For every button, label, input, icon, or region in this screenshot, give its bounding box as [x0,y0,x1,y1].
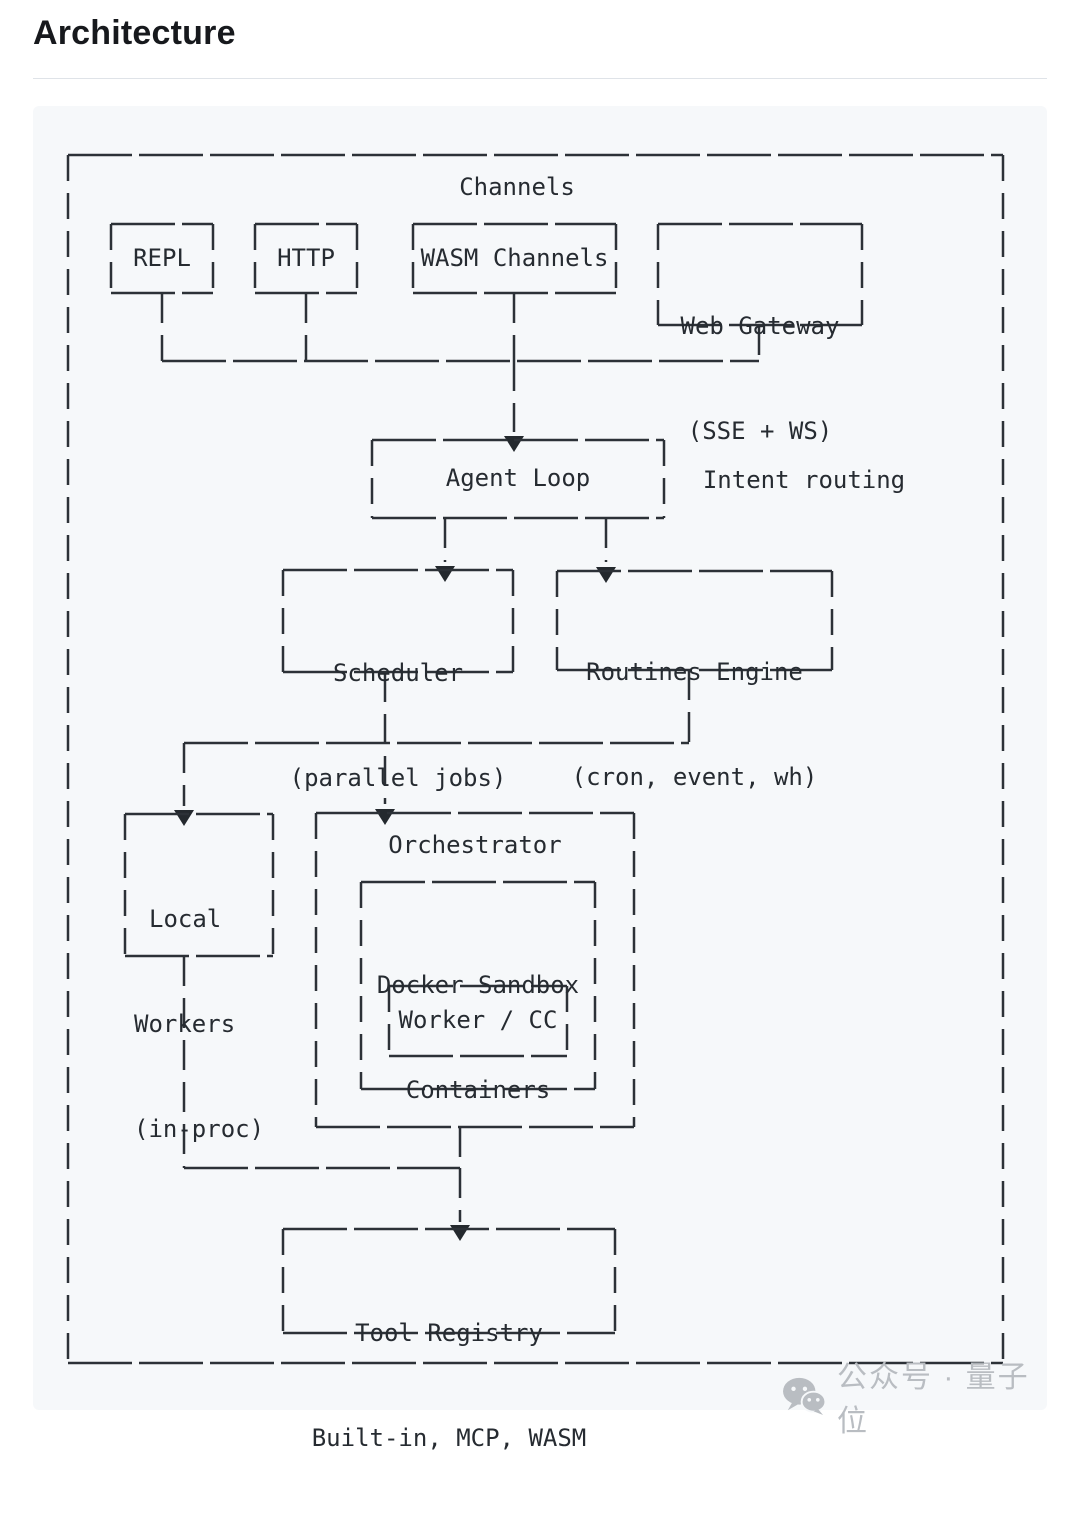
worker-cc-label: Worker / CC [398,1006,558,1034]
orchestrator-label: Orchestrator [388,831,562,859]
arrowhead-routines-engine [596,567,616,583]
http-label: HTTP [277,244,335,272]
wire-channels-bus [160,293,761,432]
local-workers-label: Local Workers (in-proc) [125,832,273,1217]
routines-engine-label: Routines Engine (cron, event, wh) [557,585,832,865]
channels-label: Channels [459,173,575,201]
box-scheduler [281,568,515,674]
tool-registry-line-1: Tool Registry [355,1319,543,1347]
wechat-icon [781,1376,827,1416]
arrowhead-scheduler [435,566,455,582]
wire-workers-bus [182,956,462,1222]
web-gateway-label: Web Gateway (SSE + WS) [658,239,862,519]
tool-registry-line-2: Built-in, MCP, WASM [311,1424,587,1452]
box-web-gateway [656,222,864,327]
docker-sandbox-label: Docker Sandbox Containers [361,898,595,1178]
local-workers-line-1: Local [149,905,222,933]
box-tool-registry [281,1227,617,1335]
agent-loop-label: Agent Loop [445,464,591,492]
web-gateway-line-2: (SSE + WS) [687,417,833,445]
wire-agent-to-engines [443,518,608,562]
repl-label: REPL [133,244,191,272]
routines-engine-line-1: Routines Engine [586,658,803,686]
arrowhead-local-workers [174,810,194,826]
local-workers-line-3: (in-proc) [134,1115,265,1143]
docker-sandbox-line-2: Containers [405,1076,551,1104]
docker-sandbox-line-1: Docker Sandbox [376,971,580,999]
channels-container-border [66,153,1005,1365]
box-http [253,222,359,295]
scheduler-line-1: Scheduler [332,659,464,687]
page-title: Architecture [33,14,236,52]
watermark-text: 公众号 · 量子位 [837,1361,1030,1438]
scheduler-line-2: (parallel jobs) [289,764,507,792]
box-local-workers [123,812,275,958]
box-agent-loop [370,438,666,520]
intent-routing-label: Intent routing [702,466,906,494]
local-workers-line-2: Workers [134,1010,236,1038]
arrowhead-agent-loop [504,436,524,452]
box-docker-sandbox [359,880,597,1091]
box-routines-engine [555,569,834,672]
diagram-wires [66,153,1005,1365]
wire-engines-bus [182,670,691,806]
watermark: 公众号 · 量子位 [781,1352,1047,1440]
web-gateway-line-1: Web Gateway [680,312,840,340]
arrowhead-tool-registry [450,1225,470,1241]
wasm-channels-label: WASM Channels [420,244,609,272]
box-worker-cc [387,984,569,1058]
tool-registry-label: Tool Registry Built-in, MCP, WASM [283,1246,615,1526]
diagram-panel: Channels REPL HTTP WASM Channels Web Gat… [33,106,1047,1452]
box-orchestrator [314,811,636,1129]
routines-engine-line-2: (cron, event, wh) [571,763,818,791]
heading-divider [33,78,1047,79]
scheduler-label: Scheduler (parallel jobs) [283,586,513,866]
